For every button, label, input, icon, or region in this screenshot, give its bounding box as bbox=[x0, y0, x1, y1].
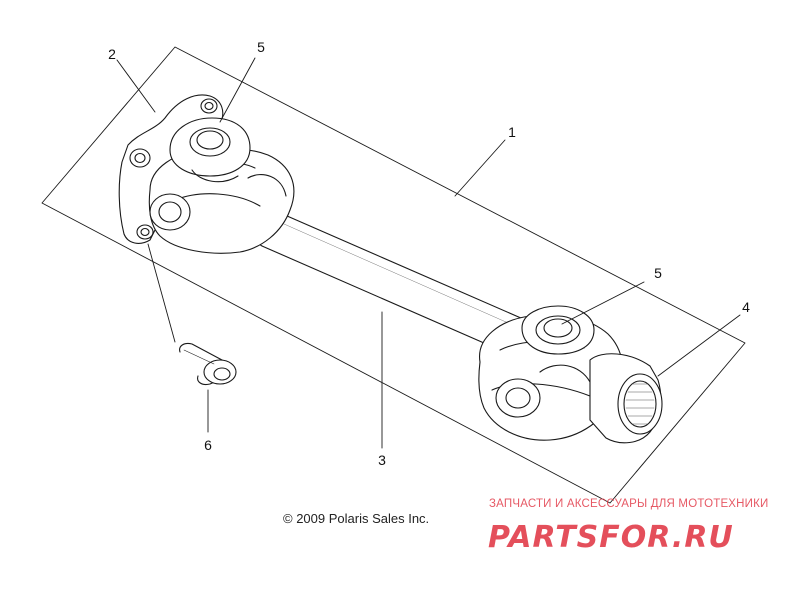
assembly-outline bbox=[41, 46, 746, 504]
callout-3: 3 bbox=[378, 452, 386, 468]
watermark-tagline: ЗАПЧАСТИ И АКСЕССУАРЫ ДЛЯ МОТОТЕХНИКИ bbox=[489, 498, 769, 510]
shaft-tube bbox=[249, 201, 531, 351]
callout-6: 6 bbox=[204, 437, 212, 453]
svg-text:PARTSFOR.RU: PARTSFOR.RU bbox=[488, 520, 734, 555]
watermark-logo: PARTSFOR.RU bbox=[488, 520, 734, 555]
leader-lines bbox=[116, 57, 741, 449]
callout-5-rear: 5 bbox=[654, 265, 662, 281]
front-cross-cap bbox=[169, 117, 251, 183]
copyright-text: © 2009 Polaris Sales Inc. bbox=[283, 511, 430, 526]
front-yoke bbox=[148, 148, 295, 254]
callout-4: 4 bbox=[742, 299, 750, 315]
callout-1: 1 bbox=[508, 124, 516, 140]
slip-yoke bbox=[589, 353, 663, 444]
flange-bolt bbox=[179, 342, 237, 386]
callout-5-front: 5 bbox=[257, 39, 265, 55]
rear-cross-cap bbox=[521, 305, 595, 355]
callout-2: 2 bbox=[108, 46, 116, 62]
